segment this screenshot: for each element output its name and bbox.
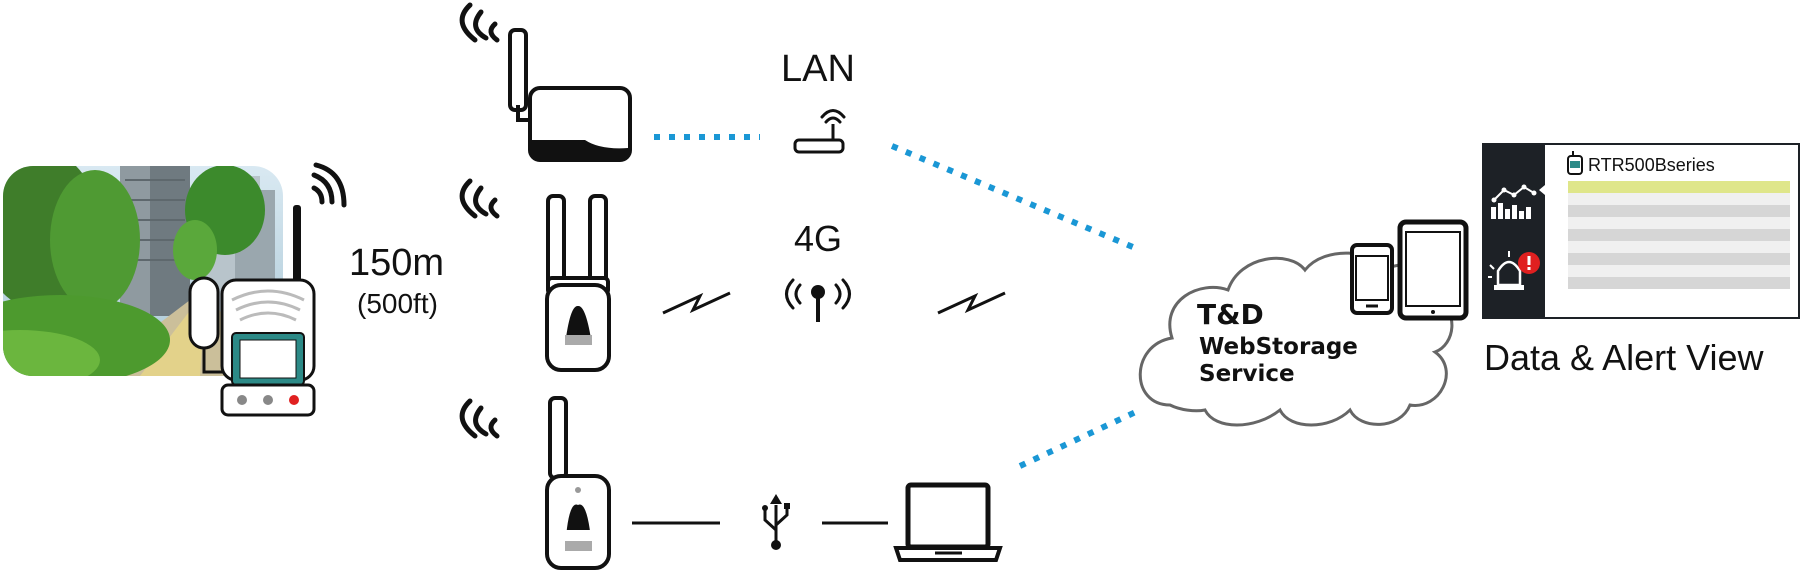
view-caption: Data & Alert View: [1484, 337, 1764, 378]
table-row: [1568, 217, 1790, 229]
cloud-title-line1: T&D: [1197, 298, 1264, 331]
table-row-highlight: [1568, 181, 1790, 193]
table-row: [1568, 265, 1790, 277]
4g-label: 4G: [794, 218, 843, 259]
lan-label: LAN: [781, 48, 855, 90]
series-name: RTR500Bseries: [1588, 155, 1715, 175]
table-row: [1568, 205, 1790, 217]
panel-sidebar: [1484, 145, 1545, 317]
app-panel: RTR500Bseries: [1482, 143, 1800, 319]
table-row: [1568, 193, 1790, 205]
cloud-title-line3: Service: [1199, 361, 1295, 387]
range-distance: 150m: [349, 242, 445, 284]
table-row: [1568, 229, 1790, 241]
data-table: [1568, 181, 1790, 289]
range-distance-ft: (500ft): [357, 288, 438, 319]
table-row: [1568, 241, 1790, 253]
table-row: [1568, 253, 1790, 265]
table-row: [1568, 277, 1790, 289]
cloud-title-line2: WebStorage: [1199, 334, 1358, 360]
